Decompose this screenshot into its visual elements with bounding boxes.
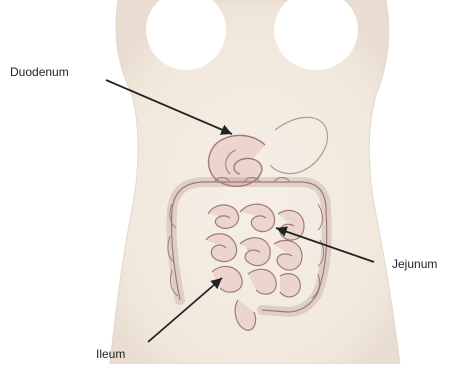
duodenum-label: Duodenum — [10, 65, 69, 79]
jejunum-label: Jejunum — [392, 257, 437, 271]
ileum-label: Ileum — [96, 347, 125, 361]
small-intestine — [206, 204, 304, 297]
